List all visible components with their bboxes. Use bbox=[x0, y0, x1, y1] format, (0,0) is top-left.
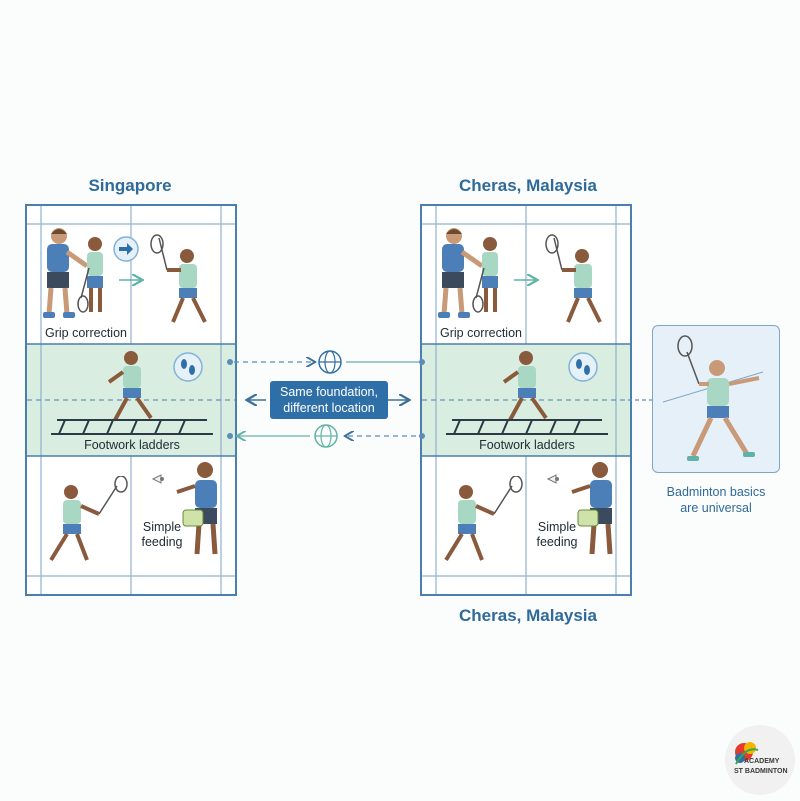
player-figure bbox=[545, 234, 602, 323]
center-line-1: Same foundation, bbox=[280, 385, 378, 399]
label-simple-feeding: Simple feeding bbox=[536, 520, 578, 549]
agility-ladder bbox=[51, 419, 213, 435]
universal-basics-card bbox=[652, 325, 780, 473]
footwork-player-figure bbox=[107, 351, 153, 421]
side-caption-line-1: Badminton basics bbox=[666, 485, 766, 499]
logo-line-1: ACADEMY bbox=[744, 758, 780, 765]
coach-figure bbox=[438, 228, 498, 318]
footsteps-icon bbox=[568, 352, 598, 382]
label-grip-correction: Grip correction bbox=[45, 326, 127, 340]
connector-arrows bbox=[227, 350, 425, 448]
label-simple-feeding: Simple feeding bbox=[141, 520, 183, 549]
feeder-coach-figure bbox=[571, 462, 613, 555]
coach-figure bbox=[43, 228, 103, 318]
title-singapore: Singapore bbox=[88, 176, 172, 195]
progress-arrow-icon bbox=[119, 274, 147, 286]
logo-mark-icon bbox=[725, 725, 795, 795]
right-arrow-icon bbox=[113, 236, 139, 262]
court-singapore: Grip correction Footwork ladders bbox=[25, 204, 237, 596]
logo-line-2: ST BADMINTON bbox=[734, 768, 788, 775]
hitting-player-figure bbox=[49, 476, 128, 562]
progress-arrow-icon bbox=[514, 274, 542, 286]
shuttlecock-icon bbox=[546, 474, 559, 484]
label-footwork-ladders: Footwork ladders bbox=[479, 438, 575, 452]
title-cheras-top: Cheras, Malaysia bbox=[459, 176, 597, 195]
side-link-line bbox=[628, 399, 652, 401]
footsteps-icon bbox=[173, 352, 203, 382]
agility-ladder bbox=[446, 419, 608, 435]
label-grip-correction: Grip correction bbox=[440, 326, 522, 340]
side-caption: Badminton basics are universal bbox=[640, 484, 792, 516]
side-caption-line-2: are universal bbox=[680, 501, 752, 515]
center-message-box: Same foundation, different location bbox=[270, 381, 388, 419]
hitting-player-figure bbox=[444, 476, 523, 562]
court-cheras: Grip correction Footwork ladders bbox=[420, 204, 632, 596]
smash-player-figure bbox=[663, 335, 764, 461]
title-cheras-bottom: Cheras, Malaysia bbox=[459, 606, 597, 625]
feeder-coach-figure bbox=[176, 462, 218, 555]
shuttlecock-icon bbox=[151, 474, 164, 484]
academy-logo: ACADEMY ST BADMINTON bbox=[722, 724, 798, 796]
label-footwork-ladders: Footwork ladders bbox=[84, 438, 180, 452]
player-figure bbox=[150, 234, 207, 323]
footwork-player-figure bbox=[502, 351, 548, 421]
center-line-2: different location bbox=[283, 401, 375, 415]
